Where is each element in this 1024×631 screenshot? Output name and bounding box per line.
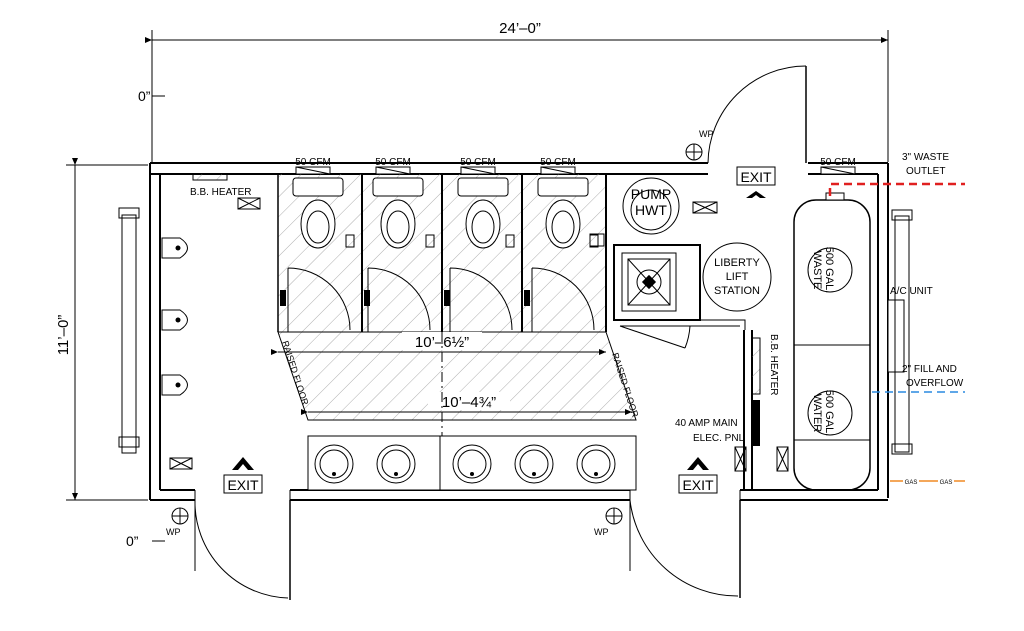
lift-pump-unit <box>621 252 677 312</box>
exit-sign: EXIT <box>223 457 263 494</box>
vent-mechanical <box>692 201 718 214</box>
overall-height-dimension: 11’–0” <box>55 158 148 501</box>
toilet <box>292 177 344 249</box>
exit-sign: EXIT <box>678 457 718 494</box>
lower-dimension-label: 10’–4¾” <box>442 394 496 411</box>
gas-label: GAS <box>905 480 918 486</box>
sink <box>514 444 554 484</box>
ac-brackets <box>891 209 913 455</box>
vent-right-2 <box>776 446 789 472</box>
exit-label: EXIT <box>682 477 714 493</box>
hwt-label: HWT <box>635 202 667 218</box>
waste-tank-label-2: WASTE <box>811 251 823 290</box>
cfm-label: 50 CFM <box>375 157 411 168</box>
exhaust-fan <box>820 166 856 175</box>
water-tank: 500 GAL. WATER <box>807 390 853 436</box>
urinal <box>161 374 188 396</box>
pump-hwt: PUMP HWT <box>622 177 680 235</box>
wp-label: WP <box>699 129 714 139</box>
wp-label: WP <box>166 527 181 537</box>
waste-tank: 500 GAL. WASTE <box>807 247 853 293</box>
cfm-label: 50 CFM <box>540 157 576 168</box>
exit-label: EXIT <box>227 477 259 493</box>
lift-label-1: LIBERTY <box>714 257 760 269</box>
waste-outlet-label-1: 3" WASTE <box>902 152 949 163</box>
lift-label-2: LIFT <box>726 271 749 283</box>
wp-outlet: WP <box>594 507 623 537</box>
top-left-offset-label: 0” <box>138 88 151 104</box>
elec-label-1: 40 AMP MAIN <box>675 418 738 429</box>
cfm-label: 50 CFM <box>295 157 331 168</box>
toilet <box>372 177 424 249</box>
vent-right-1 <box>734 446 747 472</box>
wp-outlet: WP <box>166 507 189 537</box>
urinal <box>161 309 188 331</box>
cfm-label: 50 CFM <box>820 157 856 168</box>
exhaust-fan <box>460 166 496 175</box>
tank-enclosure <box>793 192 905 491</box>
top-right-door <box>707 65 807 164</box>
bb-heater-right <box>751 337 761 395</box>
toilet <box>457 177 509 249</box>
exit-label: EXIT <box>740 169 772 185</box>
overall-width-dimension: 24’–0” <box>145 20 889 162</box>
sink <box>452 444 492 484</box>
toilet <box>537 177 589 249</box>
bottom-left-offset-label: 0” <box>126 533 139 549</box>
bb-heater-right-label: B.B. HEATER <box>768 334 779 396</box>
ac-unit-label: A/C UNIT <box>890 286 933 297</box>
overall-height-label: 11’–0” <box>55 315 72 356</box>
exhaust-fan <box>540 166 576 175</box>
water-tank-label-2: WATER <box>811 394 823 433</box>
bottom-left-offset: 0” <box>126 533 165 549</box>
exit-sign: EXIT <box>736 166 776 198</box>
water-tank-label-1: 500 GAL. <box>823 390 835 436</box>
lift-label-3: STATION <box>714 285 760 297</box>
exhaust-fan <box>295 166 331 175</box>
urinal <box>161 237 188 259</box>
gas-label: GAS <box>940 480 953 486</box>
cfm-label: 50 CFM <box>460 157 496 168</box>
bottom-left-door <box>194 499 291 600</box>
left-wall-fixtures: B.B. HEATER <box>118 173 261 470</box>
bb-heater-left-label: B.B. HEATER <box>190 187 252 198</box>
sink <box>314 444 354 484</box>
electrical-panel <box>752 400 760 446</box>
stall-partitions <box>280 174 599 332</box>
wp-outlet: WP <box>685 129 714 161</box>
vent-left <box>237 197 261 210</box>
top-left-offset: 0” <box>138 88 165 104</box>
fill-label-1: 2" FILL AND <box>902 364 957 375</box>
waste-line <box>828 182 965 196</box>
bottom-right-door <box>629 499 741 598</box>
fill-label-2: OVERFLOW <box>906 378 964 389</box>
exhaust-fan <box>375 166 411 175</box>
waste-tank-label-1: 500 GAL. <box>823 247 835 293</box>
wp-label: WP <box>594 527 609 537</box>
lower-raised-floor-dimension: 10’–4¾” <box>301 392 632 415</box>
gas-line: GAS GAS <box>890 477 965 486</box>
elec-label-2: ELEC. PNL <box>693 433 745 444</box>
sink <box>376 444 416 484</box>
sink <box>576 444 616 484</box>
overall-width-label: 24’–0” <box>499 20 541 37</box>
upper-dimension-label: 10’–6½” <box>415 334 469 351</box>
liberty-lift-station: LIBERTY LIFT STATION <box>702 242 772 312</box>
pump-label: PUMP <box>631 186 671 202</box>
waste-outlet-label-2: OUTLET <box>906 166 945 177</box>
